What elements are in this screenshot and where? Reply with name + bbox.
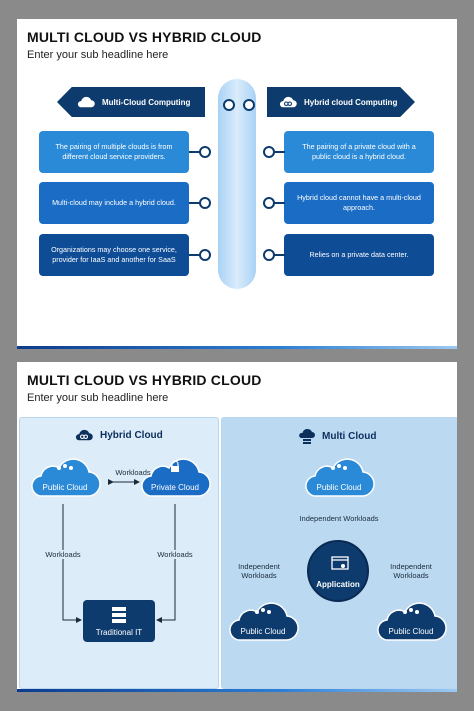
multi-cloud-header: Multi-Cloud Computing <box>57 87 205 117</box>
spine-ring-right <box>243 99 255 111</box>
connector-ring <box>199 197 211 209</box>
cloud-shape-icon <box>229 602 299 641</box>
multi-cloud-header-label: Multi-Cloud Computing <box>102 97 191 107</box>
multi-public-cloud-top-label: Public Cloud <box>316 483 362 492</box>
connector-ring <box>263 197 275 209</box>
hybrid-cloud-header: Hybrid cloud Computing <box>267 87 415 117</box>
connector-line <box>273 202 285 204</box>
multi-point-2: Multi-cloud may include a hybrid cloud. <box>39 182 189 224</box>
hybrid-panel-title-label: Hybrid Cloud <box>100 429 163 441</box>
connector-ring <box>199 249 211 261</box>
multi-public-cloud-right-label: Public Cloud <box>388 627 434 636</box>
slide-title: MULTI CLOUD VS HYBRID CLOUD <box>27 29 262 45</box>
hybrid-private-cloud-label: Private Cloud <box>150 483 200 492</box>
multi-public-cloud-right: Public Cloud <box>375 598 447 644</box>
center-spine <box>218 79 256 289</box>
multi-point-3: Organizations may choose one service, pr… <box>39 234 189 276</box>
multi-point-1: The pairing of multiple clouds is from d… <box>39 131 189 173</box>
connector-ring <box>199 146 211 158</box>
hybrid-point-3: Relies on a private data center. <box>284 234 434 276</box>
independent-workloads-label: Independent Workloads <box>238 562 280 580</box>
multi-panel-title-label: Multi Cloud <box>322 430 377 442</box>
hybrid-point-1: The pairing of a private cloud with a pu… <box>284 131 434 173</box>
connector-line <box>189 202 201 204</box>
connector-line <box>273 151 285 153</box>
hybrid-panel-title: Hybrid Cloud <box>73 428 163 442</box>
slide-subtitle: Enter your sub headline here <box>27 49 169 61</box>
traditional-it-label: Traditional IT <box>95 628 143 637</box>
hybrid-point-2: Hybrid cloud cannot have a multi-cloud a… <box>284 182 434 224</box>
multi-public-cloud-left-label: Public Cloud <box>240 627 286 636</box>
traditional-it-box: Traditional IT <box>83 600 155 642</box>
multi-panel-title: Multi Cloud <box>297 428 376 444</box>
cloud-shape-icon <box>305 458 375 497</box>
bottom-accent-bar <box>17 346 457 349</box>
independent-workloads-label: Independent Workloads <box>291 514 387 523</box>
connector-line <box>189 254 201 256</box>
hybrid-private-cloud: Private Cloud <box>139 454 211 500</box>
connector-line <box>189 151 201 153</box>
application-label: Application <box>316 580 360 589</box>
cloud-shape-icon <box>377 602 447 641</box>
cloud-server-icon <box>299 428 315 444</box>
cloud-link-icon <box>279 96 297 108</box>
slide-diagram: MULTI CLOUD VS HYBRID CLOUD Enter your s… <box>17 362 457 692</box>
workloads-label: Workloads <box>153 550 197 559</box>
independent-workloads-label: Independent Workloads <box>390 562 432 580</box>
spine-ring-left <box>223 99 235 111</box>
workloads-label: Workloads <box>41 550 85 559</box>
slide-title: MULTI CLOUD VS HYBRID CLOUD <box>27 372 262 388</box>
connector-ring <box>263 249 275 261</box>
hybrid-public-cloud: Public Cloud <box>29 454 101 500</box>
cloud-icon <box>77 96 95 108</box>
workloads-label: Workloads <box>115 468 151 477</box>
multi-public-cloud-left: Public Cloud <box>227 598 299 644</box>
application-node: Application <box>307 540 369 602</box>
slide-subtitle: Enter your sub headline here <box>27 392 169 404</box>
cloud-lock-icon <box>141 458 211 497</box>
connector-line <box>273 254 285 256</box>
slide-comparison: MULTI CLOUD VS HYBRID CLOUD Enter your s… <box>17 19 457 349</box>
server-icon <box>112 607 126 623</box>
hybrid-cloud-header-label: Hybrid cloud Computing <box>304 97 398 107</box>
application-window-icon <box>331 556 349 570</box>
cloud-shape-icon <box>31 458 101 497</box>
cloud-link-icon <box>75 429 93 441</box>
hybrid-public-cloud-label: Public Cloud <box>42 483 88 492</box>
multi-public-cloud-top: Public Cloud <box>303 454 375 500</box>
connector-ring <box>263 146 275 158</box>
bottom-accent-bar <box>17 689 457 692</box>
